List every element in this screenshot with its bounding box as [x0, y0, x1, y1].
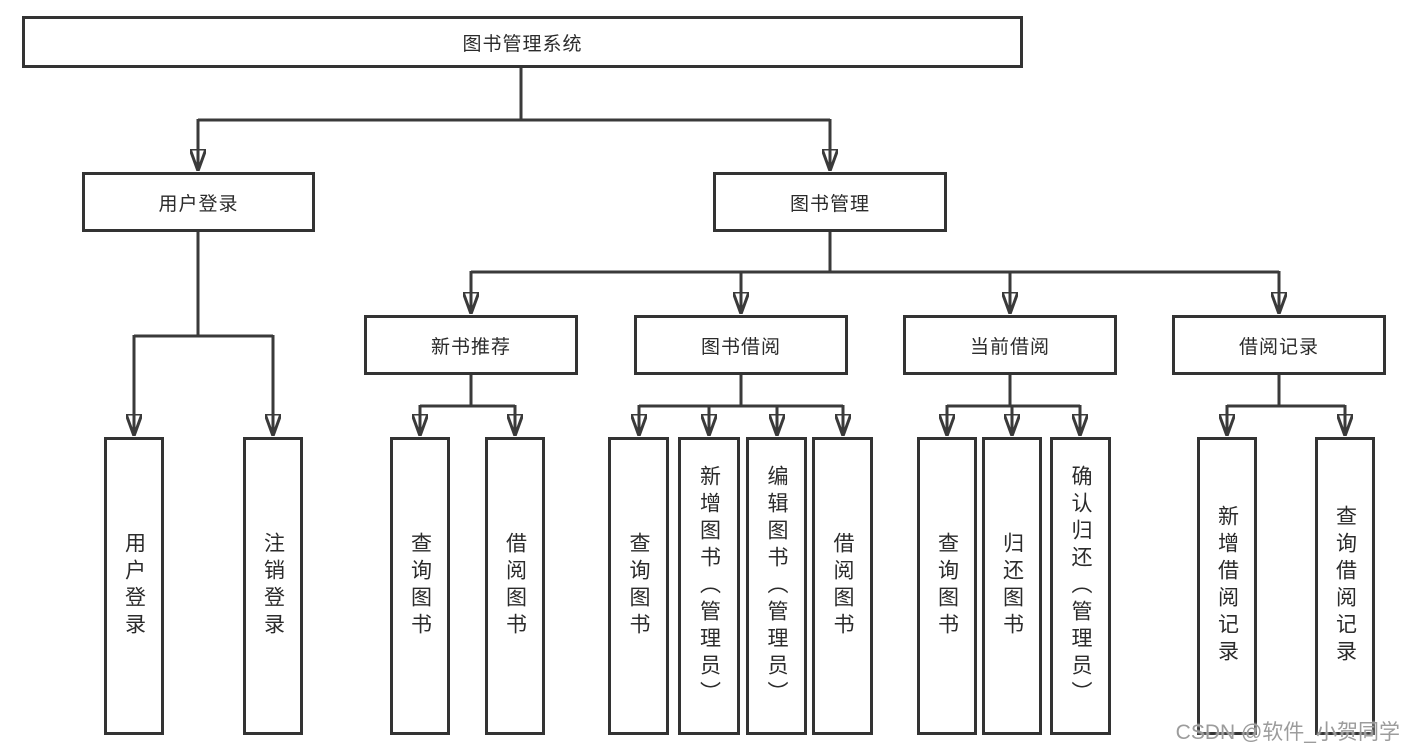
connector-book-borrow-branch: [639, 375, 843, 435]
leaf-confirm-return-admin: 确认归还（管理员）: [1050, 437, 1111, 735]
leaf-borrow-book-1-label: 借阅图书: [503, 532, 527, 640]
csdn-watermark: CSDN @软件_小贺同学: [1175, 721, 1400, 744]
leaf-query-borrow-record-label: 查询借阅记录: [1333, 505, 1357, 667]
node-borrow-record: 借阅记录: [1172, 315, 1386, 375]
node-root: 图书管理系统: [22, 16, 1023, 68]
connector-root-to-level2: [198, 68, 830, 170]
connector-user-login-branch: [134, 232, 273, 435]
node-borrow-record-label: 借阅记录: [1238, 336, 1319, 358]
node-user-login-label: 用户登录: [158, 193, 239, 215]
leaf-return-book-label: 归还图书: [1000, 532, 1024, 640]
leaf-edit-book-admin-label: 编辑图书（管理员）: [765, 464, 788, 708]
leaf-add-book-admin-label: 新增图书（管理员）: [697, 464, 721, 708]
node-new-book-recommend-label: 新书推荐: [430, 336, 511, 358]
leaf-query-book-3-label: 查询图书: [935, 532, 959, 640]
leaf-edit-book-admin: 编辑图书（管理员）: [746, 437, 807, 735]
leaf-borrow-book-2: 借阅图书: [812, 437, 873, 735]
leaf-query-borrow-record: 查询借阅记录: [1315, 437, 1375, 735]
leaf-return-book: 归还图书: [982, 437, 1042, 735]
leaf-query-book-1: 查询图书: [390, 437, 450, 735]
leaf-query-book-2-label: 查询图书: [627, 532, 650, 640]
node-book-management-label: 图书管理: [789, 193, 870, 215]
node-new-book-recommend: 新书推荐: [364, 315, 578, 375]
node-book-management: 图书管理: [713, 172, 947, 232]
leaf-query-book-1-label: 查询图书: [408, 532, 432, 640]
leaf-borrow-book-1: 借阅图书: [485, 437, 545, 735]
connector-borrow-record-branch: [1227, 375, 1345, 435]
connector-current-borrow-branch: [947, 375, 1080, 435]
leaf-user-login-label: 用户登录: [122, 532, 146, 640]
node-book-borrow: 图书借阅: [634, 315, 848, 375]
leaf-confirm-return-admin-label: 确认归还（管理员）: [1069, 464, 1092, 708]
leaf-add-borrow-record: 新增借阅记录: [1197, 437, 1257, 735]
node-user-login: 用户登录: [82, 172, 315, 232]
leaf-query-book-3: 查询图书: [917, 437, 977, 735]
leaf-query-book-2: 查询图书: [608, 437, 669, 735]
connector-new-book-branch: [420, 375, 515, 435]
leaf-borrow-book-2-label: 借阅图书: [831, 532, 854, 640]
node-current-borrow-label: 当前借阅: [969, 336, 1050, 358]
node-root-label: 图书管理系统: [462, 33, 583, 55]
leaf-add-borrow-record-label: 新增借阅记录: [1215, 505, 1239, 667]
leaf-add-book-admin: 新增图书（管理员）: [678, 437, 740, 735]
leaf-logout-label: 注销登录: [261, 532, 285, 640]
leaf-user-login: 用户登录: [104, 437, 164, 735]
connector-book-management-branch: [471, 232, 1279, 313]
node-book-borrow-label: 图书借阅: [700, 336, 781, 358]
node-current-borrow: 当前借阅: [903, 315, 1117, 375]
leaf-logout: 注销登录: [243, 437, 303, 735]
